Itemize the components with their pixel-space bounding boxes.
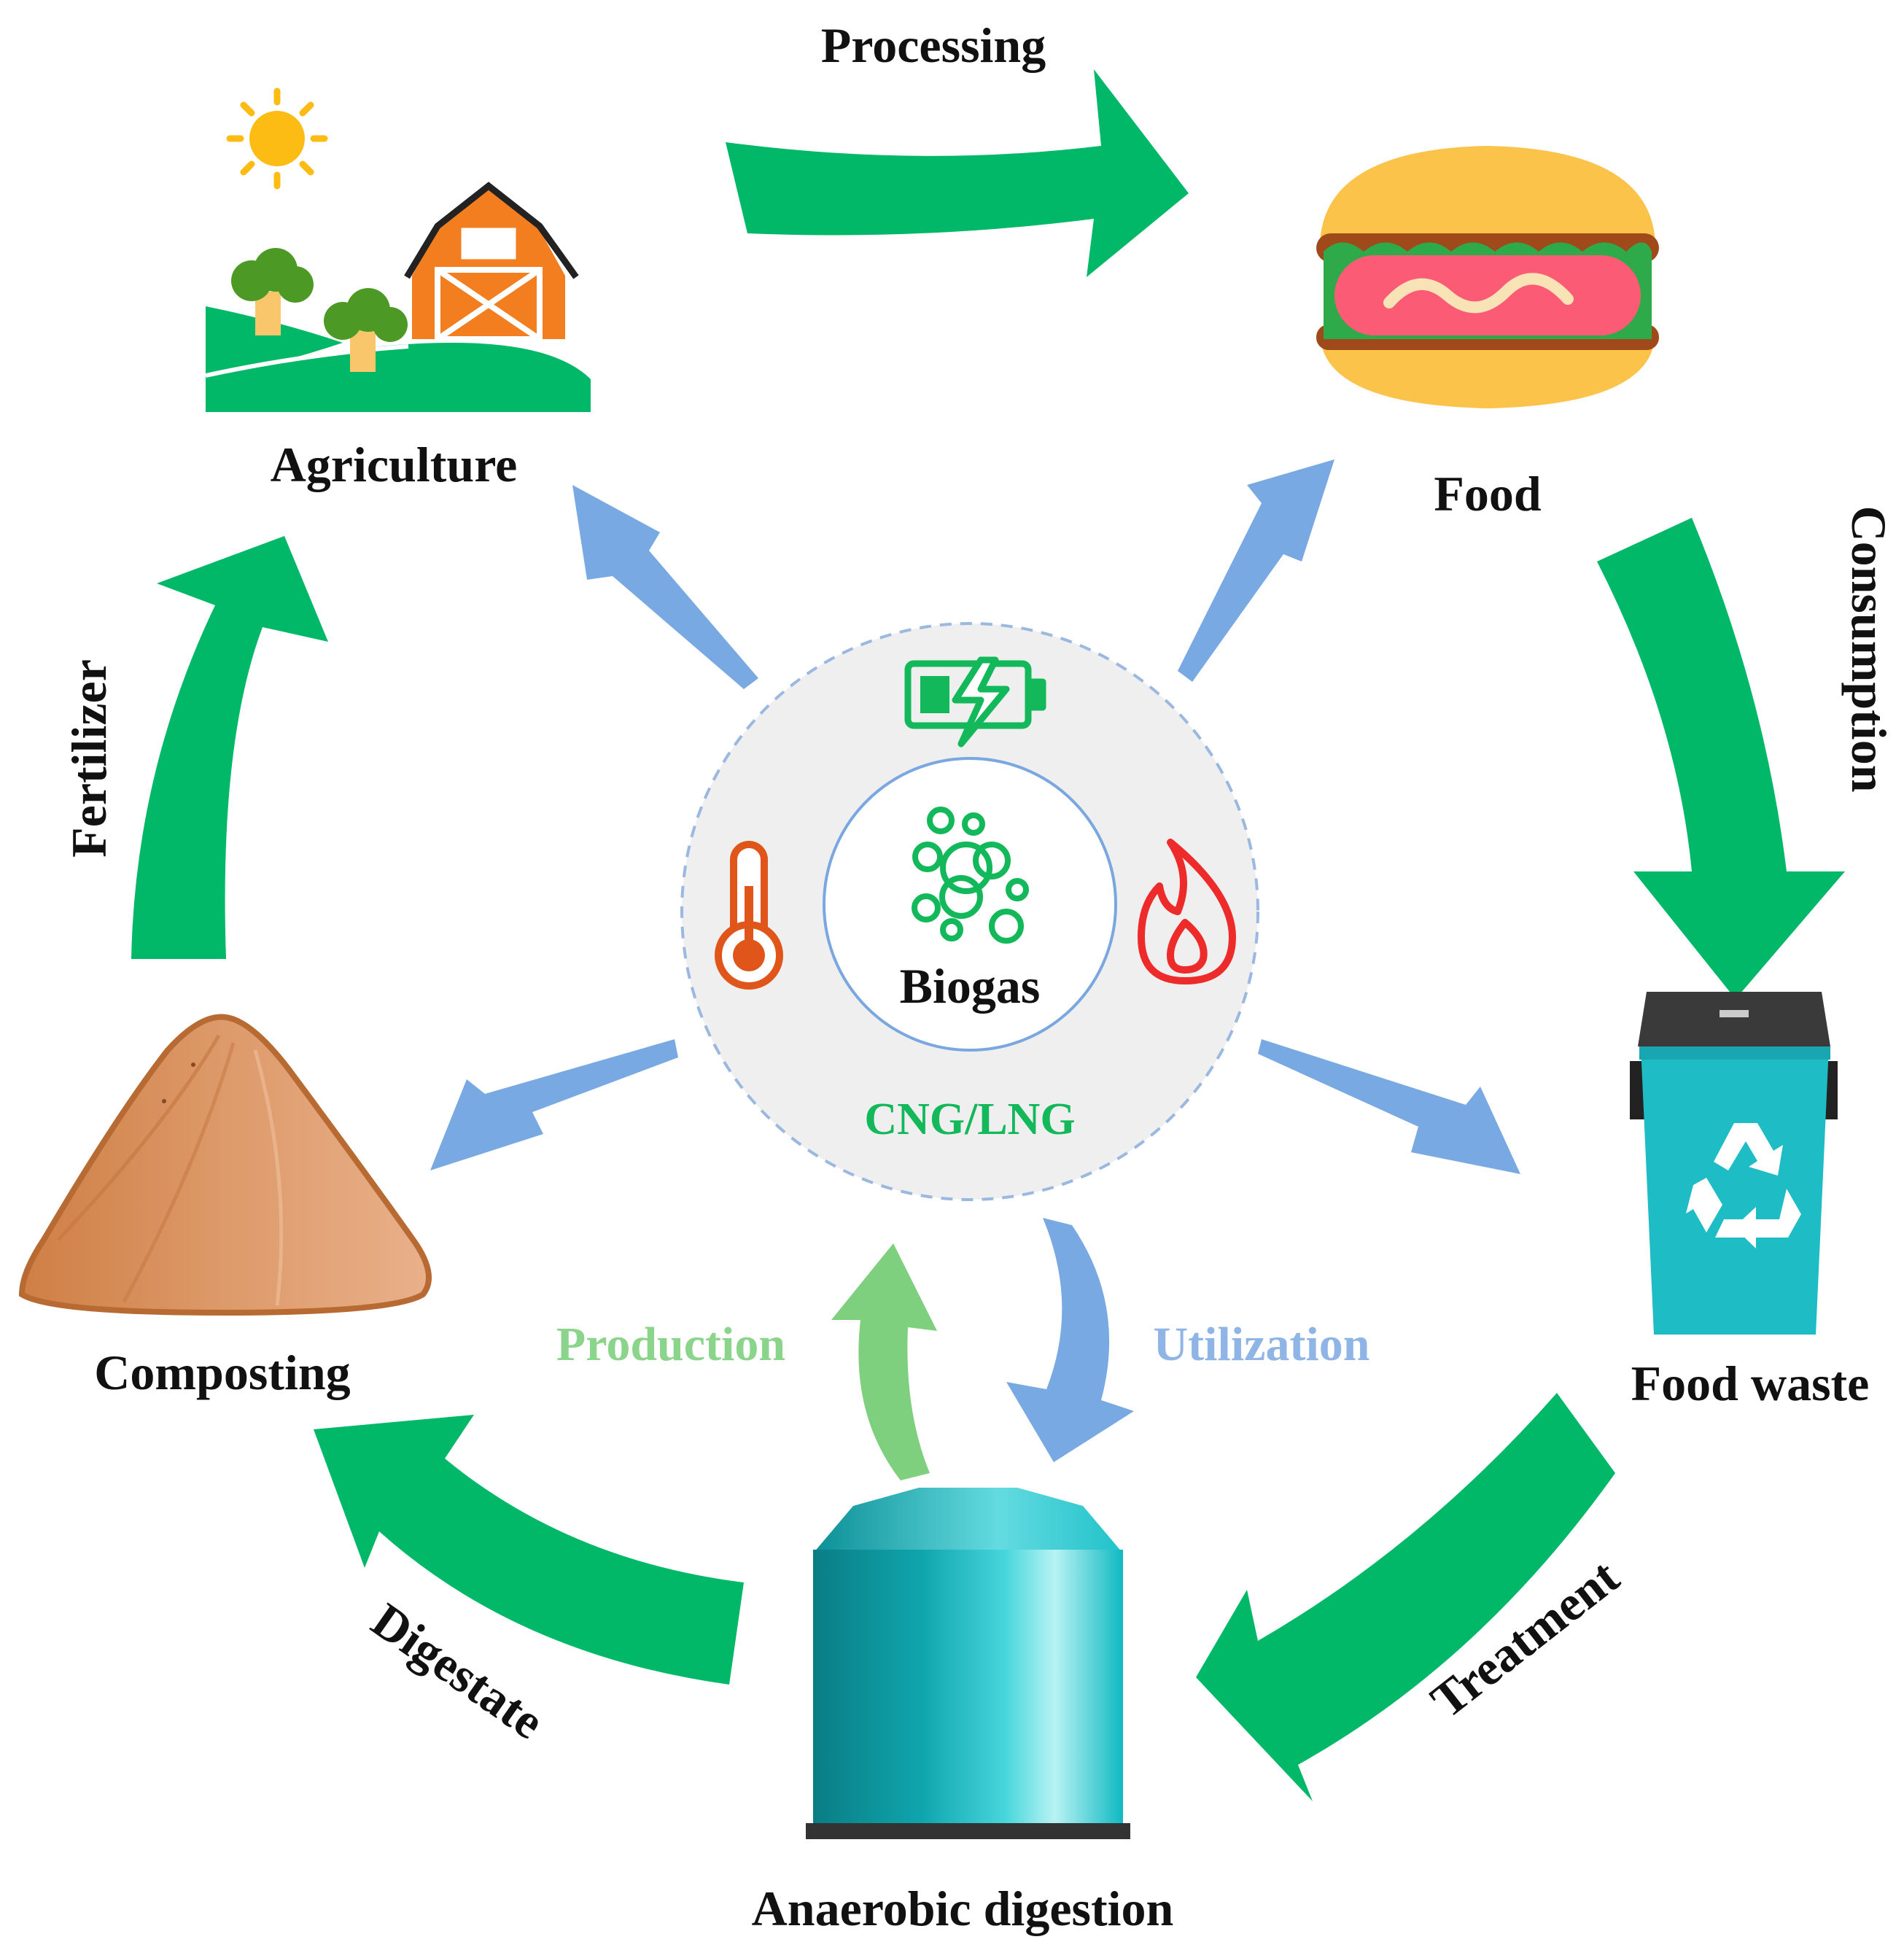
digester-tank-icon (806, 1488, 1130, 1839)
label-biogas: Biogas (900, 958, 1041, 1014)
farm-barn-icon (205, 88, 591, 412)
label-composting: Composting (94, 1345, 350, 1400)
hub-arrow-to-food (1178, 459, 1334, 682)
label-production: Production (556, 1318, 785, 1371)
hotdog-icon (1316, 146, 1659, 408)
hub-arrow-to-composting (430, 1039, 678, 1170)
label-fertilizer: Fertilizer (61, 659, 117, 858)
label-anaerobic-digestion: Anaerobic digestion (752, 1881, 1174, 1936)
arrow-processing (726, 69, 1189, 277)
hub-arrow-to-food-waste (1258, 1039, 1520, 1174)
arrow-digestate (314, 1415, 744, 1685)
arrow-fertilizer (131, 536, 328, 959)
compost-pile-icon (18, 1014, 432, 1316)
recycle-bin-icon (1630, 992, 1838, 1335)
label-food-waste: Food waste (1631, 1356, 1870, 1411)
label-food: Food (1434, 466, 1542, 521)
arrow-consumption (1597, 518, 1845, 999)
label-utilization: Utilization (1154, 1318, 1370, 1371)
flame-icon (1138, 839, 1236, 984)
thermometer-icon (715, 841, 783, 990)
battery-icon (904, 656, 1046, 747)
label-agriculture: Agriculture (271, 437, 518, 492)
arrow-treatment (1196, 1393, 1615, 1801)
label-processing: Processing (821, 18, 1046, 73)
hub-arrow-to-agriculture (572, 485, 758, 689)
production-arrow (831, 1243, 937, 1480)
label-consumption: Consumption (1841, 505, 1897, 792)
utilization-arrow (1006, 1218, 1134, 1462)
label-cng-lng: CNG/LNG (864, 1095, 1075, 1144)
bubbles-icon (912, 807, 1029, 944)
